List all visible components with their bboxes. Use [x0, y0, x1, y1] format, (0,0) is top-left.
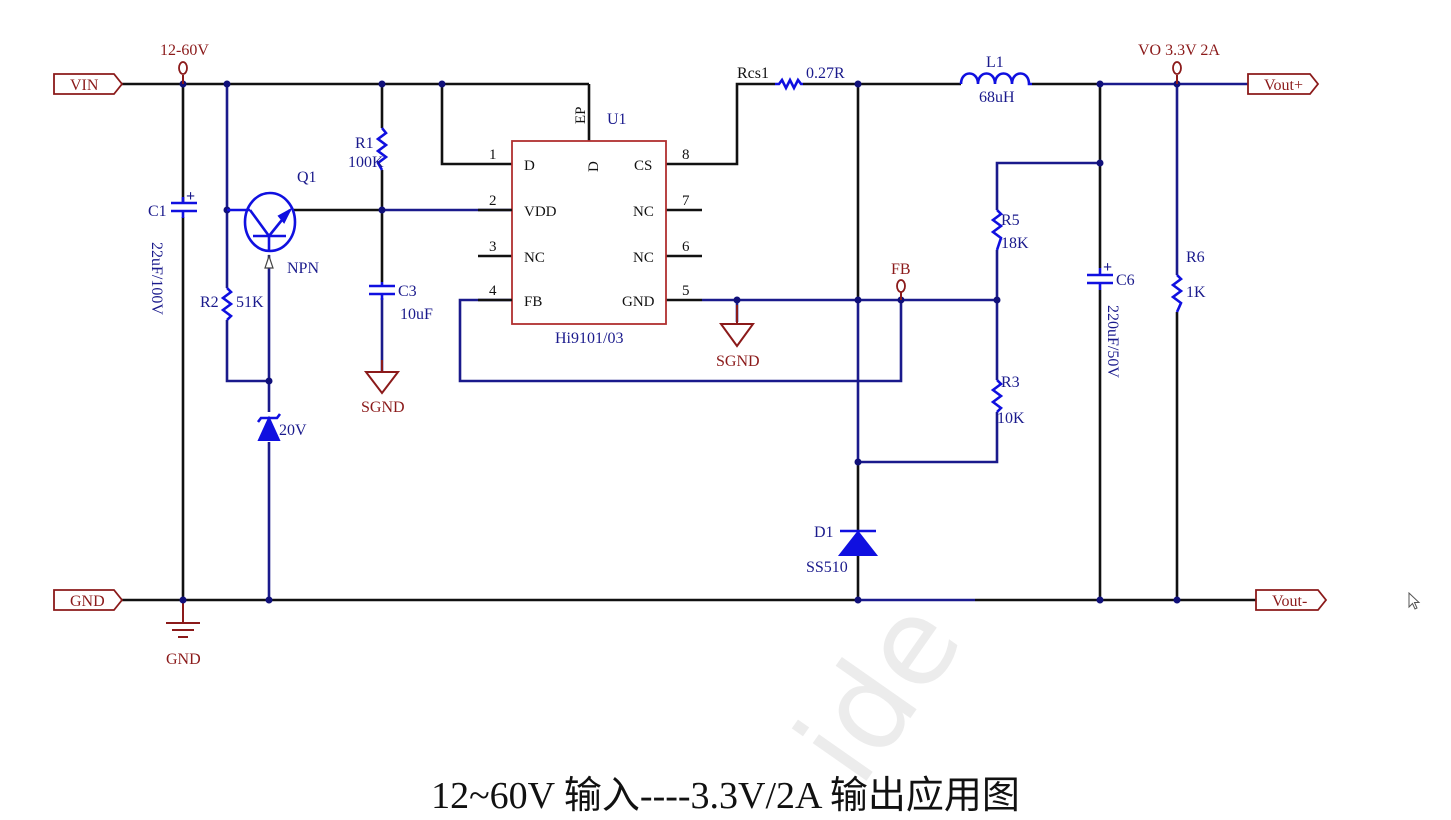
c6-plus: +: [1103, 259, 1112, 276]
ic-pin6-num: 6: [682, 239, 690, 255]
ic-center-label: D: [586, 161, 602, 172]
ic-pin8-num: 8: [682, 147, 690, 163]
test-point-fb-label: FB: [891, 261, 911, 278]
r5-value: 18K: [1001, 235, 1029, 252]
wires: [122, 82, 1256, 622]
figure-caption: 12~60V 输入----3.3V/2A 输出应用图: [431, 775, 1020, 817]
q1-type: NPN: [287, 260, 319, 277]
gnd-symbol: GND: [166, 622, 201, 668]
rcs1-value: 0.27R: [806, 65, 845, 82]
ic-body: [511, 140, 667, 325]
port-gnd: GND: [53, 589, 124, 611]
sgnd-ic-label: SGND: [716, 353, 760, 370]
r2-ref: R2: [200, 294, 219, 311]
diode-d1: D1 SS510: [806, 524, 879, 576]
test-point-input-label: 12-60V: [160, 42, 209, 59]
ic-pin3-name: NC: [524, 250, 545, 266]
c6-ref: C6: [1116, 272, 1135, 289]
ic-part: Hi9101/03: [555, 330, 623, 347]
r3-ref: R3: [1001, 374, 1020, 391]
resistor-r6: R6 1K: [1170, 249, 1206, 313]
rcs1-ref: Rcs1: [737, 65, 769, 82]
c3-ref: C3: [398, 283, 417, 300]
c1-ref: C1: [148, 203, 167, 220]
cs-wire: [666, 82, 775, 166]
port-vout-plus-label: Vout+: [1264, 77, 1303, 94]
r3-value: 10K: [997, 410, 1025, 427]
ic-pin7-name: NC: [633, 204, 654, 220]
c1-plus: +: [186, 188, 195, 205]
junctions: [179, 80, 1181, 604]
port-vin: VIN: [53, 73, 124, 95]
inductor-l1: L1 68uH: [959, 54, 1032, 106]
l1-ref: L1: [986, 54, 1004, 71]
ic-pin6-name: NC: [633, 250, 654, 266]
r2-value: 51K: [236, 294, 264, 311]
ic-pin8-name: CS: [634, 158, 652, 174]
ic-pin4-name: FB: [524, 294, 542, 310]
ic-pin1-num: 1: [489, 147, 497, 163]
pin1-wire: [440, 84, 512, 166]
r3-bottom-wire: [858, 412, 999, 464]
r2-wire-bottom: [225, 320, 269, 383]
port-vin-label: VIN: [70, 77, 99, 94]
port-vout-minus: Vout-: [1255, 589, 1328, 611]
ic-pin1-name: D: [524, 158, 535, 174]
test-point-input: 12-60V: [160, 42, 209, 84]
c3-value: 10uF: [400, 306, 433, 323]
transistor-q1: Q1 NPN: [227, 169, 319, 277]
resistor-rcs1: Rcs1 0.27R: [737, 65, 845, 91]
capacitor-c1: + C1 22uF/100V: [148, 188, 197, 315]
d1-ref: D1: [814, 524, 834, 541]
r1-ref: R1: [355, 135, 374, 152]
q1-ref: Q1: [297, 169, 317, 186]
gnd-symbol-label: GND: [166, 651, 201, 668]
zener-value: 20V: [279, 422, 307, 439]
ic-u1: U1 EP D Hi9101/03 1 D 2 VDD 3 NC 4 FB 5 …: [478, 106, 690, 347]
ic-pin5-num: 5: [682, 283, 690, 299]
ic-pin2-name: VDD: [524, 204, 557, 220]
ic-ep-label: EP: [573, 106, 589, 124]
r1-value: 100K: [348, 154, 384, 171]
mouse-cursor-icon: [1408, 592, 1421, 610]
r5-ref: R5: [1001, 212, 1020, 229]
d1-value: SS510: [806, 559, 848, 576]
resistor-r2: R2 51K: [200, 287, 264, 321]
c6-value: 220uF/50V: [1104, 305, 1121, 378]
l1-value: 68uH: [979, 89, 1015, 106]
r6-ref: R6: [1186, 249, 1205, 266]
ic-pin5-name: GND: [622, 294, 655, 310]
test-point-fb: FB: [891, 261, 911, 300]
test-point-output-label: VO 3.3V 2A: [1138, 42, 1220, 59]
ic-pin3-num: 3: [489, 239, 497, 255]
port-vout-minus-label: Vout-: [1272, 593, 1307, 610]
test-point-output: VO 3.3V 2A: [1138, 42, 1220, 84]
resistor-r5: R5 18K: [990, 209, 1029, 252]
resistor-r3: R3 10K: [990, 374, 1025, 427]
divider-top-wire: [995, 161, 1100, 210]
port-vout-plus: Vout+: [1247, 73, 1320, 95]
sgnd-symbol-ic: SGND: [716, 305, 760, 370]
ic-ref: U1: [607, 111, 627, 128]
ic-pin4-num: 4: [489, 283, 497, 299]
fb-loop-wire: [458, 298, 903, 383]
sgnd-c3-label: SGND: [361, 399, 405, 416]
ic-pin2-num: 2: [489, 193, 497, 209]
ic-pin7-num: 7: [682, 193, 690, 209]
zener-diode: 20V: [256, 413, 307, 441]
capacitor-c6: + C6 220uF/50V: [1087, 259, 1135, 378]
r6-value: 1K: [1186, 284, 1206, 301]
capacitor-c3: C3 10uF: [369, 282, 433, 323]
port-gnd-label: GND: [70, 593, 105, 610]
sgnd-symbol-c3: SGND: [361, 360, 405, 416]
resistor-r1: R1 100K: [348, 127, 389, 171]
c1-value: 22uF/100V: [148, 242, 165, 315]
